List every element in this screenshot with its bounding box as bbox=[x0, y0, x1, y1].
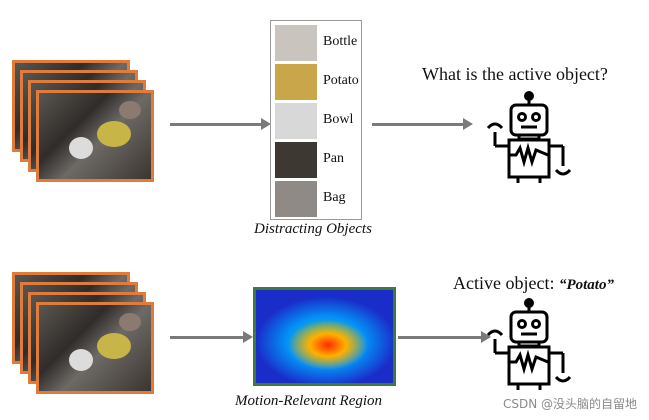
object-thumbnail bbox=[275, 103, 317, 139]
distracting-objects-caption: Distracting Objects bbox=[254, 221, 372, 237]
answer-value: “Potato” bbox=[558, 277, 614, 293]
arrow-heatmap-to-robot bbox=[398, 331, 491, 343]
object-row: Bag bbox=[275, 181, 359, 217]
robot-icon bbox=[486, 91, 572, 183]
video-frame bbox=[36, 302, 154, 394]
motion-region-caption: Motion-Relevant Region bbox=[235, 393, 383, 409]
object-row: Bowl bbox=[275, 103, 359, 139]
object-label: Potato bbox=[323, 73, 359, 88]
arrow-frames-to-objects bbox=[170, 118, 271, 130]
object-row: Pan bbox=[275, 142, 359, 178]
object-label: Pan bbox=[323, 151, 344, 166]
object-row: Potato bbox=[275, 64, 359, 100]
object-thumbnail bbox=[275, 25, 317, 61]
object-thumbnail bbox=[275, 142, 317, 178]
question-text: What is the active object? bbox=[422, 64, 608, 84]
motion-heatmap-image bbox=[253, 287, 396, 386]
arrow-objects-to-robot bbox=[372, 118, 473, 130]
answer-prefix: Active object: bbox=[453, 273, 559, 293]
robot-icon bbox=[486, 298, 572, 390]
object-thumbnail bbox=[275, 181, 317, 217]
object-thumbnail bbox=[275, 64, 317, 100]
object-label: Bowl bbox=[323, 112, 354, 127]
object-label: Bag bbox=[323, 190, 346, 205]
object-row: Bottle bbox=[275, 25, 359, 61]
video-frame bbox=[36, 90, 154, 182]
answer-text: Active object: “Potato” bbox=[453, 273, 614, 294]
object-label: Bottle bbox=[323, 34, 358, 49]
distracting-objects-panel: Bottle Potato Bowl Pan Bag bbox=[270, 20, 362, 220]
arrow-frames-to-heatmap bbox=[170, 331, 253, 343]
watermark-text: CSDN @没头脑的自留地 bbox=[502, 397, 637, 411]
